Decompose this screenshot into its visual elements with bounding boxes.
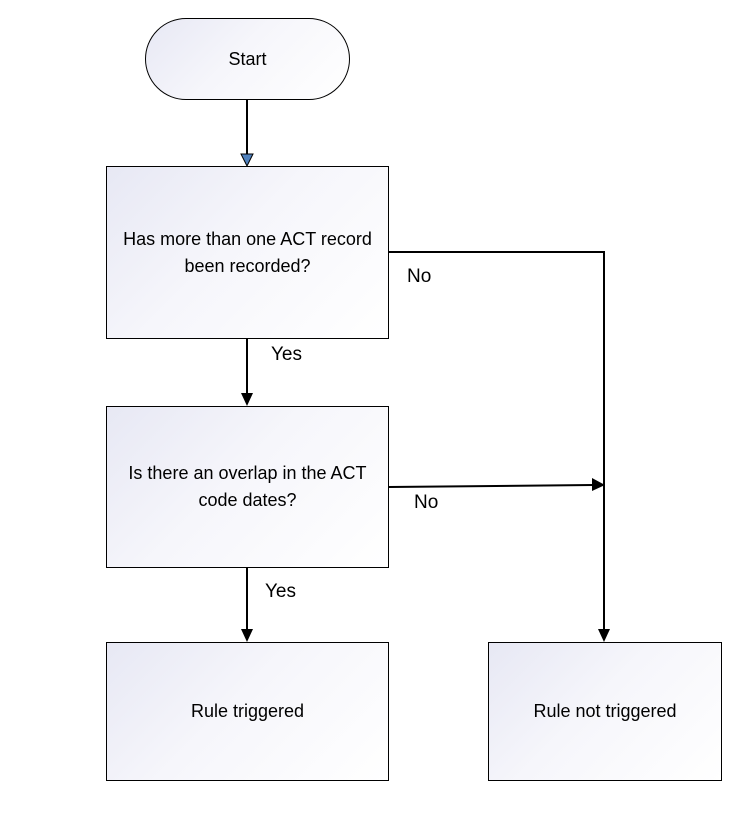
arrowhead-decision-2-yes: [241, 629, 253, 642]
start-node: Start: [145, 18, 350, 100]
edge-label-decision-2-no: No: [414, 492, 439, 513]
connector-decision-2-no: [388, 484, 594, 488]
arrowhead-decision-1-yes: [241, 393, 253, 406]
decision-2-label: Is there an overlap in the ACT code date…: [128, 463, 367, 510]
edge-label-decision-1-no: No: [407, 266, 432, 287]
connector-decision-1-no: [389, 251, 605, 630]
decision-overlap-act-code-dates: Is there an overlap in the ACT code date…: [106, 406, 389, 568]
outcome-not-triggered-label: Rule not triggered: [533, 701, 677, 721]
arrowhead-start-to-decision-1: [240, 153, 254, 168]
edge-label-decision-2-yes: Yes: [265, 581, 296, 602]
arrowhead-decision-1-no: [598, 629, 610, 642]
edge-label-decision-1-yes: Yes: [271, 344, 302, 365]
decision-1-label: Has more than one ACT record been record…: [123, 228, 372, 276]
start-node-label: Start: [228, 48, 267, 69]
decision-more-than-one-act-record: Has more than one ACT record been record…: [106, 166, 389, 339]
arrowhead-decision-2-no: [592, 478, 605, 491]
outcome-triggered-label: Rule triggered: [190, 701, 305, 721]
outcome-rule-not-triggered: Rule not triggered: [488, 642, 722, 781]
outcome-rule-triggered: Rule triggered: [106, 642, 389, 781]
